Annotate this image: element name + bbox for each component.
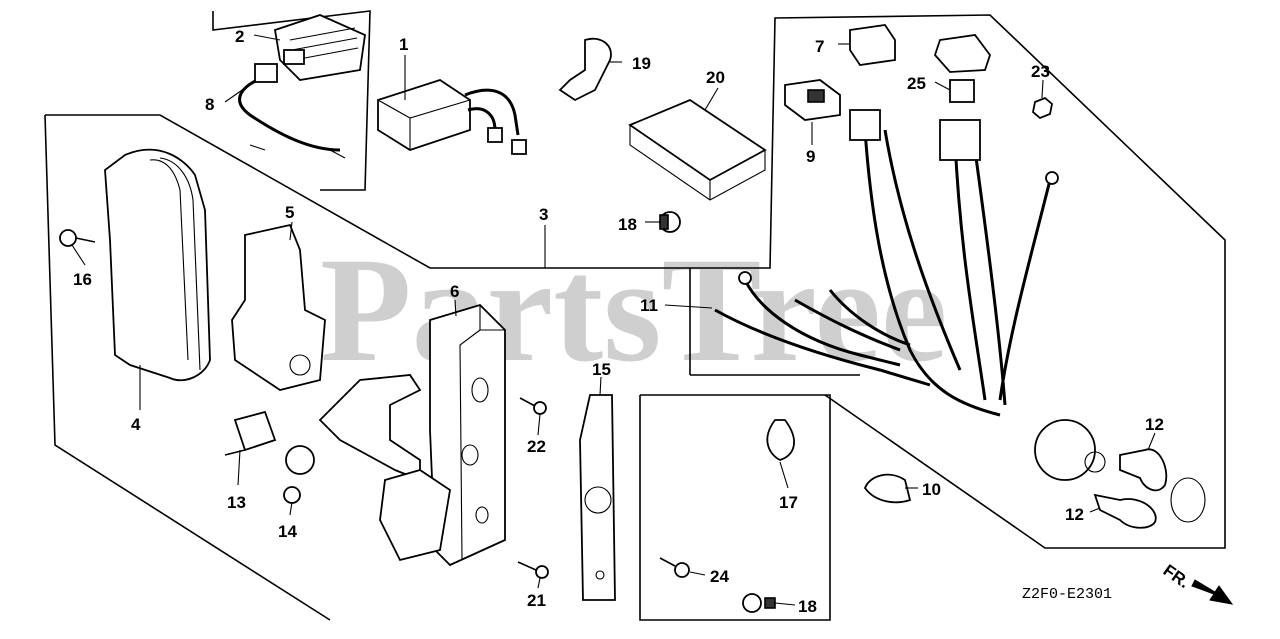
nut-part-23 (1032, 96, 1053, 120)
relay-part-7 (849, 24, 896, 66)
callout-20: 20 (706, 68, 725, 87)
callout-7: 7 (815, 37, 824, 56)
callout-16: 16 (73, 270, 92, 289)
clip-part-18-upper (659, 211, 681, 233)
band-part-17 (766, 419, 795, 461)
harness-part-11 (714, 109, 1106, 481)
leader-lines (71, 34, 1156, 606)
callout-4: 4 (131, 415, 141, 434)
panel-part-6 (318, 303, 506, 567)
regulator-part-2 (238, 14, 366, 159)
bracket-part-5 (231, 223, 326, 391)
clip-part-10 (863, 473, 912, 504)
sensor-part-14 (283, 445, 315, 504)
callout-9: 9 (806, 147, 815, 166)
module-part-1 (377, 79, 527, 155)
bolt-part-16 (59, 229, 96, 247)
key-part-12-upper (1119, 448, 1168, 492)
clip-part-18-lower (742, 593, 776, 613)
callout-10: 10 (922, 480, 941, 499)
callout-1: 1 (399, 35, 408, 54)
callout-25: 25 (907, 74, 926, 93)
switch-part-13 (224, 410, 277, 456)
callout-3: 3 (539, 205, 548, 224)
callout-12-upper: 12 (1145, 415, 1164, 434)
callout-13: 13 (227, 493, 246, 512)
callout-11: 11 (640, 296, 658, 315)
bolt-part-24 (659, 557, 690, 578)
front-arrow-icon (1191, 579, 1234, 605)
gasket-part-15 (579, 394, 616, 601)
callout-6: 6 (450, 282, 459, 301)
callout-labels: 1 2 3 4 5 6 7 8 9 10 11 12 12 13 14 15 1… (73, 27, 1164, 616)
callout-15: 15 (592, 360, 611, 379)
key-part-12-lower (1093, 477, 1206, 529)
pad-part-20 (628, 98, 767, 201)
callout-22: 22 (527, 437, 546, 456)
callout-12-lower: 12 (1065, 505, 1084, 524)
group-outlines (44, 10, 1226, 621)
callout-8: 8 (205, 95, 214, 114)
holder-part-9 (784, 79, 841, 121)
callout-21: 21 (527, 591, 546, 610)
front-direction-indicator: FR. (1160, 561, 1234, 605)
callout-18-upper: 18 (618, 215, 637, 234)
callout-17: 17 (779, 493, 798, 512)
screw-part-21 (517, 561, 549, 579)
clamp-part-19 (558, 37, 612, 102)
screw-part-22 (519, 397, 547, 415)
cap-part-25 (933, 34, 992, 103)
watermark: PartsTree (320, 227, 947, 393)
callout-18-lower: 18 (798, 597, 817, 616)
callout-19: 19 (632, 54, 651, 73)
cover-part-4 (104, 148, 211, 382)
diagram-code: Z2F0-E2301 (1022, 586, 1112, 603)
callout-5: 5 (285, 203, 294, 222)
callout-23: 23 (1031, 62, 1050, 81)
callout-24: 24 (710, 567, 729, 586)
callout-2: 2 (235, 27, 244, 46)
direction-label: FR. (1160, 561, 1193, 592)
callout-14: 14 (278, 522, 297, 541)
